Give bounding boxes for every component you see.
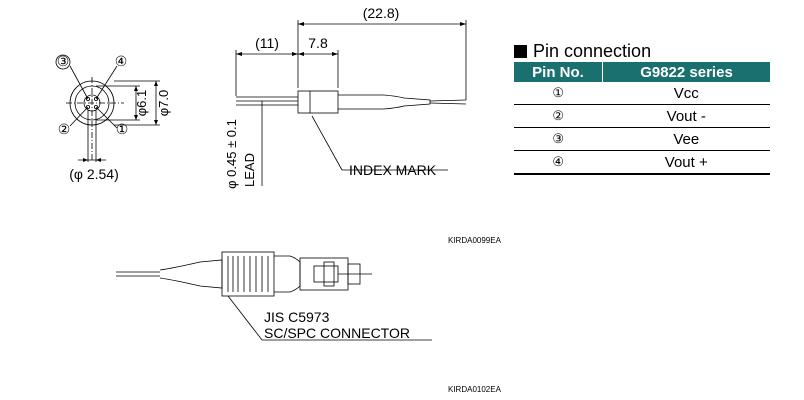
drawing-code-1: KIRDA0099EA xyxy=(448,236,502,245)
pin-number: ④ xyxy=(514,150,603,175)
dim-total: (22.8) xyxy=(363,5,400,21)
dim-lead: (11) xyxy=(255,35,279,51)
table-row: ② Vout - xyxy=(514,104,770,128)
side-view xyxy=(235,20,467,186)
pin-number: ① xyxy=(514,82,603,105)
connector-std-label: JIS C5973 xyxy=(264,309,330,325)
pin-signal: Vcc xyxy=(602,82,770,105)
lead-diameter-label: φ 0.45 ± 0.1 xyxy=(224,119,239,189)
pin-signal: Vee xyxy=(602,127,770,151)
pin-connection-panel: Pin connection Pin No. G9822 series ① Vc… xyxy=(514,40,770,175)
pin-signal: Vout - xyxy=(602,104,770,128)
front-view xyxy=(66,65,160,162)
dim-pitch: (φ 2.54) xyxy=(69,166,119,182)
connector-view xyxy=(116,251,432,341)
index-mark-label: INDEX MARK xyxy=(349,162,437,178)
pin2-label: ② xyxy=(58,121,71,137)
pin1-label: ① xyxy=(116,121,129,137)
table-row: ① Vcc xyxy=(514,82,770,105)
lead-word-label: LEAD xyxy=(242,153,257,187)
dim-d70: φ7.0 xyxy=(156,90,171,117)
pin-connection-title-text: Pin connection xyxy=(533,41,652,61)
square-bullet-icon xyxy=(514,44,527,58)
pin-table: Pin No. G9822 series ① Vcc ② Vout - ③ Ve… xyxy=(514,62,770,175)
dim-d61: φ6.1 xyxy=(134,90,149,117)
front-view-arrows xyxy=(83,81,158,162)
pin-number: ③ xyxy=(514,127,603,151)
pin-no-header: Pin No. xyxy=(514,62,603,82)
table-row: ④ Vout + xyxy=(514,150,770,175)
pin-connection-title: Pin connection xyxy=(514,40,770,62)
pin4-label: ④ xyxy=(115,53,128,69)
drawing-code-2: KIRDA0102EA xyxy=(448,385,502,394)
connector-type-label: SC/SPC CONNECTOR xyxy=(264,325,410,341)
dim-body: 7.8 xyxy=(308,35,328,51)
pin-signal: Vout + xyxy=(602,150,770,175)
pin3-label: ③ xyxy=(57,53,70,69)
series-header: G9822 series xyxy=(602,62,770,82)
table-row: ③ Vee xyxy=(514,127,770,151)
pin-table-header: Pin No. G9822 series xyxy=(514,62,770,82)
pin-number: ② xyxy=(514,104,603,128)
side-view-arrows xyxy=(236,22,466,56)
